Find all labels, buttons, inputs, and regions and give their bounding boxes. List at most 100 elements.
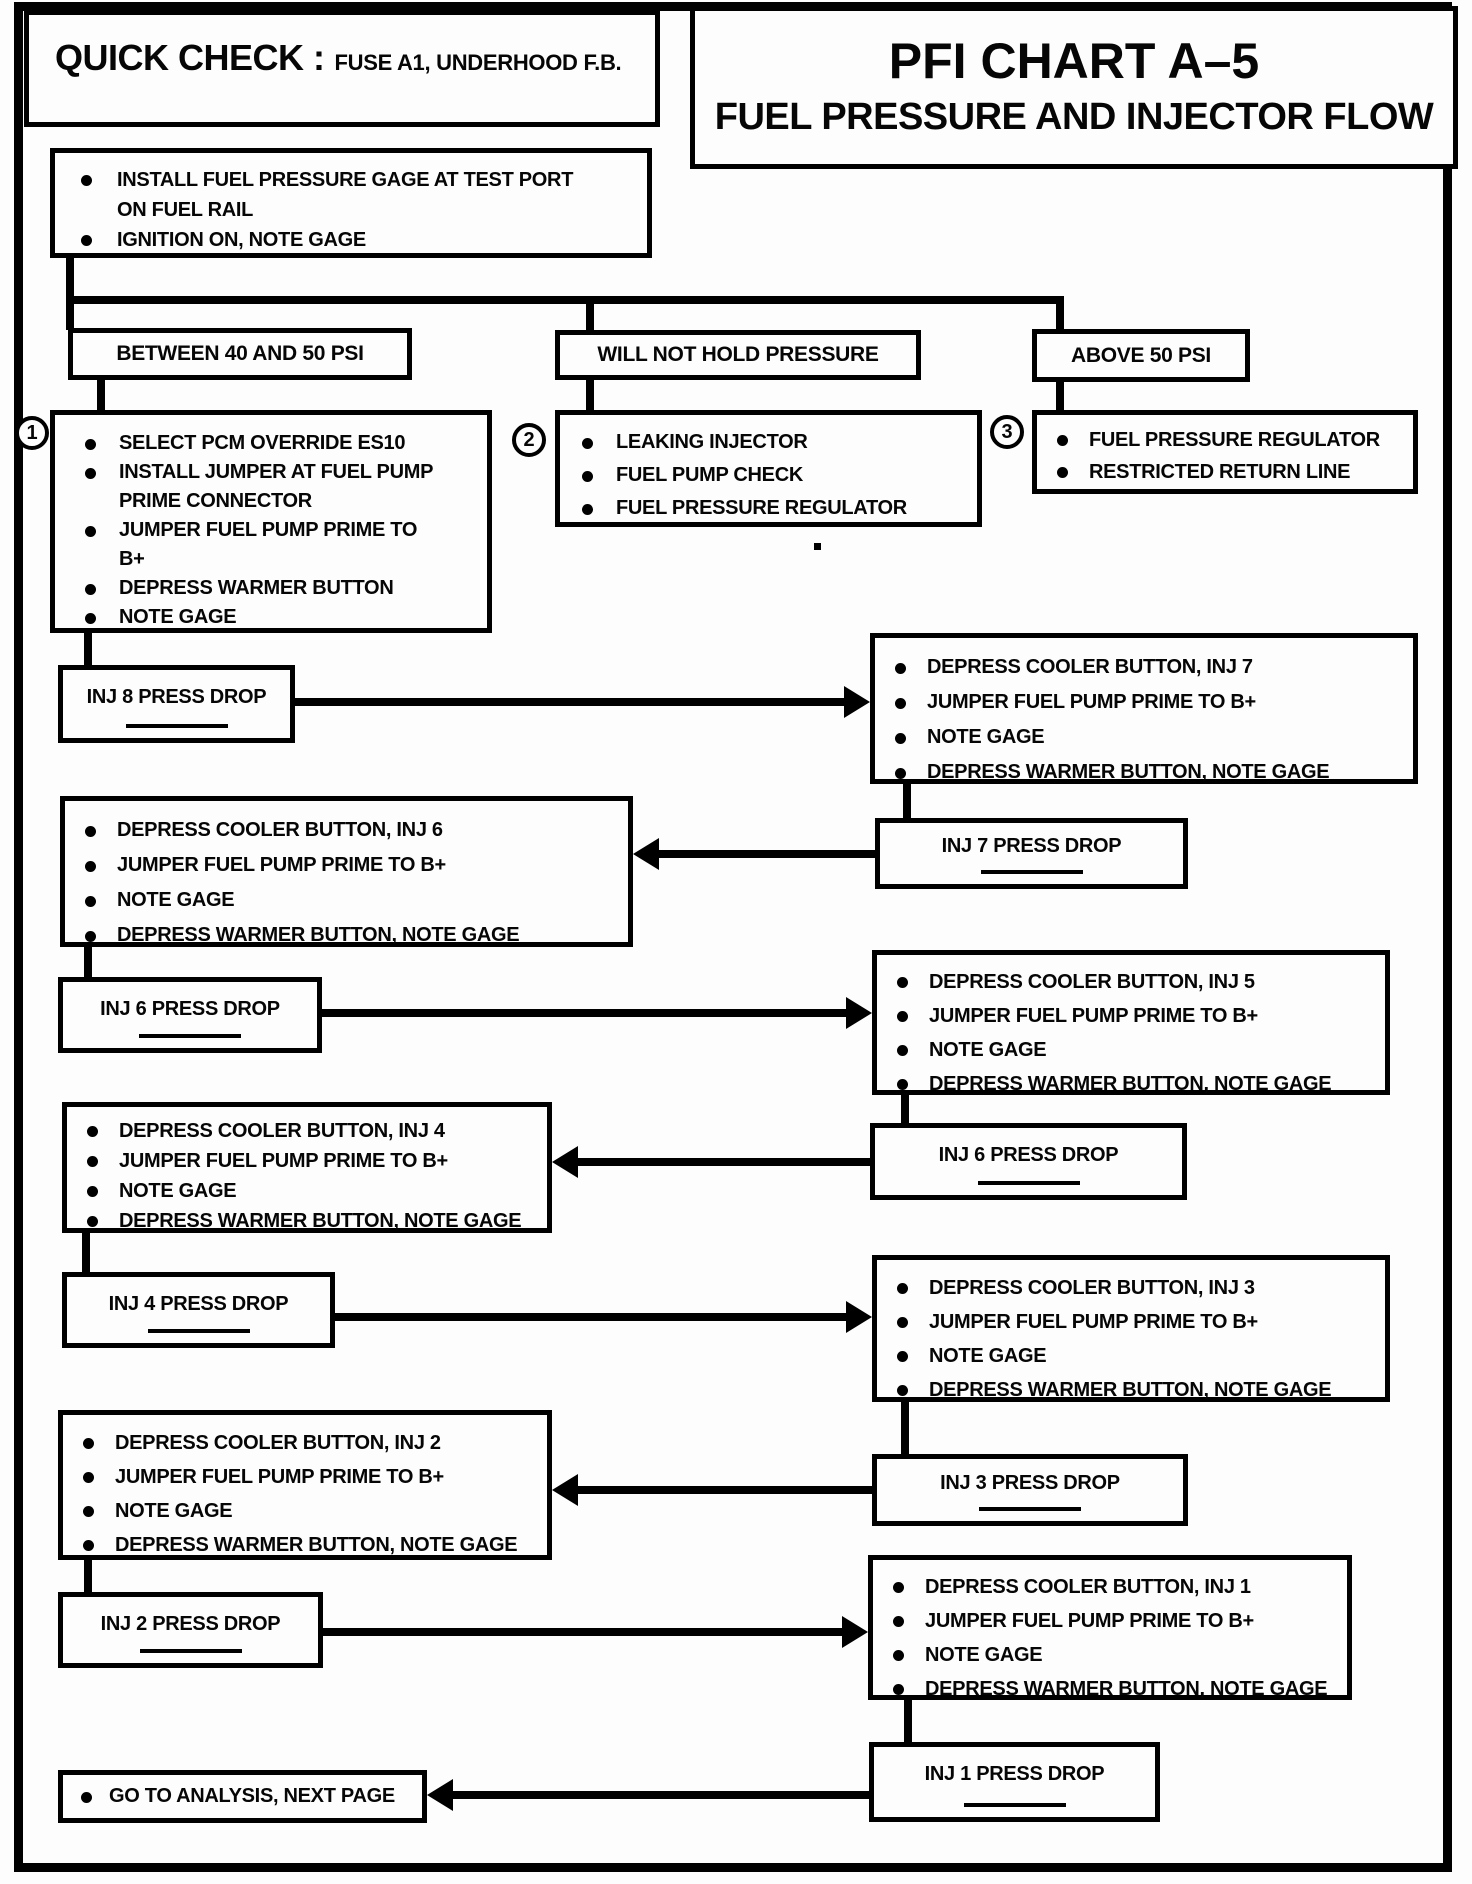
steps-list: DEPRESS COOLER BUTTON, INJ 1 JUMPER FUEL… (873, 1560, 1347, 1706)
press-drop-box-inj3: INJ 3 PRESS DROP (872, 1454, 1188, 1526)
branch-number: 1 (26, 421, 38, 444)
go-to-analysis-label: GO TO ANALYSIS, NEXT PAGE (63, 1785, 395, 1808)
arrow-right-icon (846, 1301, 872, 1333)
step-item: FUEL PRESSURE REGULATOR (1037, 424, 1413, 456)
steps-box-inj7: DEPRESS COOLER BUTTON, INJ 7 JUMPER FUEL… (870, 633, 1418, 784)
step-item: FUEL PRESSURE REGULATOR (560, 492, 977, 525)
quick-check-box: QUICK CHECK : FUSE A1, UNDERHOOD F.B. (24, 10, 660, 127)
step-item: SELECT PCM OVERRIDE ES10 (55, 429, 487, 458)
connector-inj7 (903, 782, 911, 820)
fill-in-blank (125, 724, 228, 728)
connector-start-drop (66, 255, 74, 330)
steps-list: DEPRESS COOLER BUTTON, INJ 4 JUMPER FUEL… (67, 1107, 547, 1236)
steps-list: DEPRESS COOLER BUTTON, INJ 2 JUMPER FUEL… (63, 1415, 547, 1562)
arrow-left-icon (552, 1474, 578, 1506)
connector-inj6r-to-inj4 (576, 1158, 870, 1166)
fill-in-blank (977, 1181, 1080, 1185)
condition-box-between-40-50: BETWEEN 40 AND 50 PSI (68, 328, 412, 380)
step-item: INSTALL JUMPER AT FUEL PUMP PRIME CONNEC… (55, 458, 487, 516)
press-drop-box-inj7: INJ 7 PRESS DROP (875, 818, 1188, 889)
connector-inj6-to-inj5 (322, 1009, 846, 1017)
condition-box-will-not-hold: WILL NOT HOLD PRESSURE (555, 330, 921, 380)
start-box: INSTALL FUEL PRESSURE GAGE AT TEST PORT … (50, 148, 652, 258)
step-item: DEPRESS COOLER BUTTON, INJ 4 (67, 1116, 547, 1146)
step-item: DEPRESS WARMER BUTTON (55, 574, 487, 603)
connector-cond3 (1056, 380, 1064, 412)
step-item: DEPRESS WARMER BUTTON, NOTE GAGE (873, 1672, 1347, 1706)
press-drop-label: INJ 3 PRESS DROP (940, 1472, 1120, 1494)
arrow-left-icon (427, 1779, 453, 1811)
condition-box-above-50: ABOVE 50 PSI (1032, 329, 1250, 382)
press-drop-label: INJ 8 PRESS DROP (86, 686, 267, 708)
step-item: JUMPER FUEL PUMP PRIME TO B+ (877, 999, 1385, 1033)
connector-inj2 (84, 1558, 92, 1594)
arrow-right-icon (844, 686, 870, 718)
steps-box-inj2: DEPRESS COOLER BUTTON, INJ 2 JUMPER FUEL… (58, 1410, 552, 1560)
step-item: JUMPER FUEL PUMP PRIME TO B+ (65, 848, 628, 883)
quick-check-label: QUICK CHECK : (55, 37, 325, 78)
go-to-analysis-box: GO TO ANALYSIS, NEXT PAGE (58, 1770, 427, 1823)
press-drop-label: INJ 1 PRESS DROP (924, 1763, 1105, 1785)
press-drop-box-inj2: INJ 2 PRESS DROP (58, 1592, 323, 1668)
connector-inj5 (901, 1093, 909, 1125)
page-subtitle: FUEL PRESSURE AND INJECTOR FLOW (714, 96, 1434, 138)
connector-inj4 (82, 1231, 90, 1274)
step-item: JUMPER FUEL PUMP PRIME TO B+ (877, 1305, 1385, 1339)
arrow-left-icon (552, 1146, 578, 1178)
scan-artifact-dot (814, 543, 821, 550)
connector-inj4-to-inj3 (335, 1313, 846, 1321)
connector-inj2-to-inj1 (323, 1628, 842, 1636)
step-item: NOTE GAGE (877, 1033, 1385, 1067)
connector-inj7-to-inj6 (657, 850, 875, 858)
step-item: DEPRESS COOLER BUTTON, INJ 7 (875, 650, 1413, 685)
steps-box-branch-1: SELECT PCM OVERRIDE ES10 INSTALL JUMPER … (50, 410, 492, 633)
press-drop-box-inj6: INJ 6 PRESS DROP (58, 977, 322, 1053)
step-item: DEPRESS WARMER BUTTON, NOTE GAGE (63, 1528, 547, 1562)
steps-box-branch-2: LEAKING INJECTOR FUEL PUMP CHECK FUEL PR… (555, 410, 982, 527)
quick-check-value: FUSE A1, UNDERHOOD F.B. (334, 50, 622, 75)
steps-list: DEPRESS COOLER BUTTON, INJ 3 JUMPER FUEL… (877, 1260, 1385, 1407)
connector-right-drop (1056, 300, 1064, 332)
press-drop-label: INJ 4 PRESS DROP (108, 1293, 289, 1315)
steps-list: FUEL PRESSURE REGULATOR RESTRICTED RETUR… (1037, 415, 1413, 488)
chart-title-box: PFI CHART A–5 FUEL PRESSURE AND INJECTOR… (690, 6, 1458, 169)
steps-box-inj3: DEPRESS COOLER BUTTON, INJ 3 JUMPER FUEL… (872, 1255, 1390, 1402)
steps-list: LEAKING INJECTOR FUEL PUMP CHECK FUEL PR… (560, 415, 977, 525)
press-drop-label: INJ 2 PRESS DROP (100, 1613, 281, 1635)
steps-box-inj5: DEPRESS COOLER BUTTON, INJ 5 JUMPER FUEL… (872, 950, 1390, 1095)
connector-inj3 (901, 1400, 909, 1456)
step-item: DEPRESS WARMER BUTTON, NOTE GAGE (877, 1373, 1385, 1407)
step-item: NOTE GAGE (67, 1176, 547, 1206)
arrow-right-icon (842, 1616, 868, 1648)
steps-box-inj6: DEPRESS COOLER BUTTON, INJ 6 JUMPER FUEL… (60, 796, 633, 947)
step-item: JUMPER FUEL PUMP PRIME TO B+ (63, 1460, 547, 1494)
step-item: JUMPER FUEL PUMP PRIME TO B+ (55, 516, 487, 574)
step-item: IGNITION ON, NOTE GAGE (55, 225, 647, 255)
step-item: NOTE GAGE (877, 1339, 1385, 1373)
step-item: DEPRESS COOLER BUTTON, INJ 6 (65, 813, 628, 848)
step-item: INSTALL FUEL PRESSURE GAGE AT TEST PORT … (55, 165, 647, 225)
branch-number-3-badge: 3 (990, 415, 1024, 449)
condition-label: BETWEEN 40 AND 50 PSI (116, 342, 364, 365)
steps-list: DEPRESS COOLER BUTTON, INJ 6 JUMPER FUEL… (65, 801, 628, 953)
step-item: DEPRESS WARMER BUTTON, NOTE GAGE (875, 755, 1413, 790)
step-item: JUMPER FUEL PUMP PRIME TO B+ (873, 1604, 1347, 1638)
branch-number: 3 (1001, 420, 1013, 443)
step-item: NOTE GAGE (55, 603, 487, 632)
step-item: NOTE GAGE (65, 883, 628, 918)
step-item: DEPRESS WARMER BUTTON, NOTE GAGE (877, 1067, 1385, 1101)
connector-cond1 (97, 378, 105, 412)
press-drop-box-inj1: INJ 1 PRESS DROP (869, 1742, 1160, 1822)
press-drop-box-inj8: INJ 8 PRESS DROP (58, 665, 295, 743)
fill-in-blank (979, 1507, 1081, 1511)
step-item: DEPRESS COOLER BUTTON, INJ 3 (877, 1271, 1385, 1305)
start-steps-list: INSTALL FUEL PRESSURE GAGE AT TEST PORT … (55, 153, 647, 255)
connector-inj6 (84, 945, 92, 979)
press-drop-label: INJ 7 PRESS DROP (941, 835, 1122, 857)
arrow-left-icon (633, 838, 659, 870)
step-item: DEPRESS COOLER BUTTON, INJ 1 (873, 1570, 1347, 1604)
step-item: RESTRICTED RETURN LINE (1037, 456, 1413, 488)
steps-list: SELECT PCM OVERRIDE ES10 INSTALL JUMPER … (55, 415, 487, 632)
branch-number-2-badge: 2 (512, 423, 546, 457)
